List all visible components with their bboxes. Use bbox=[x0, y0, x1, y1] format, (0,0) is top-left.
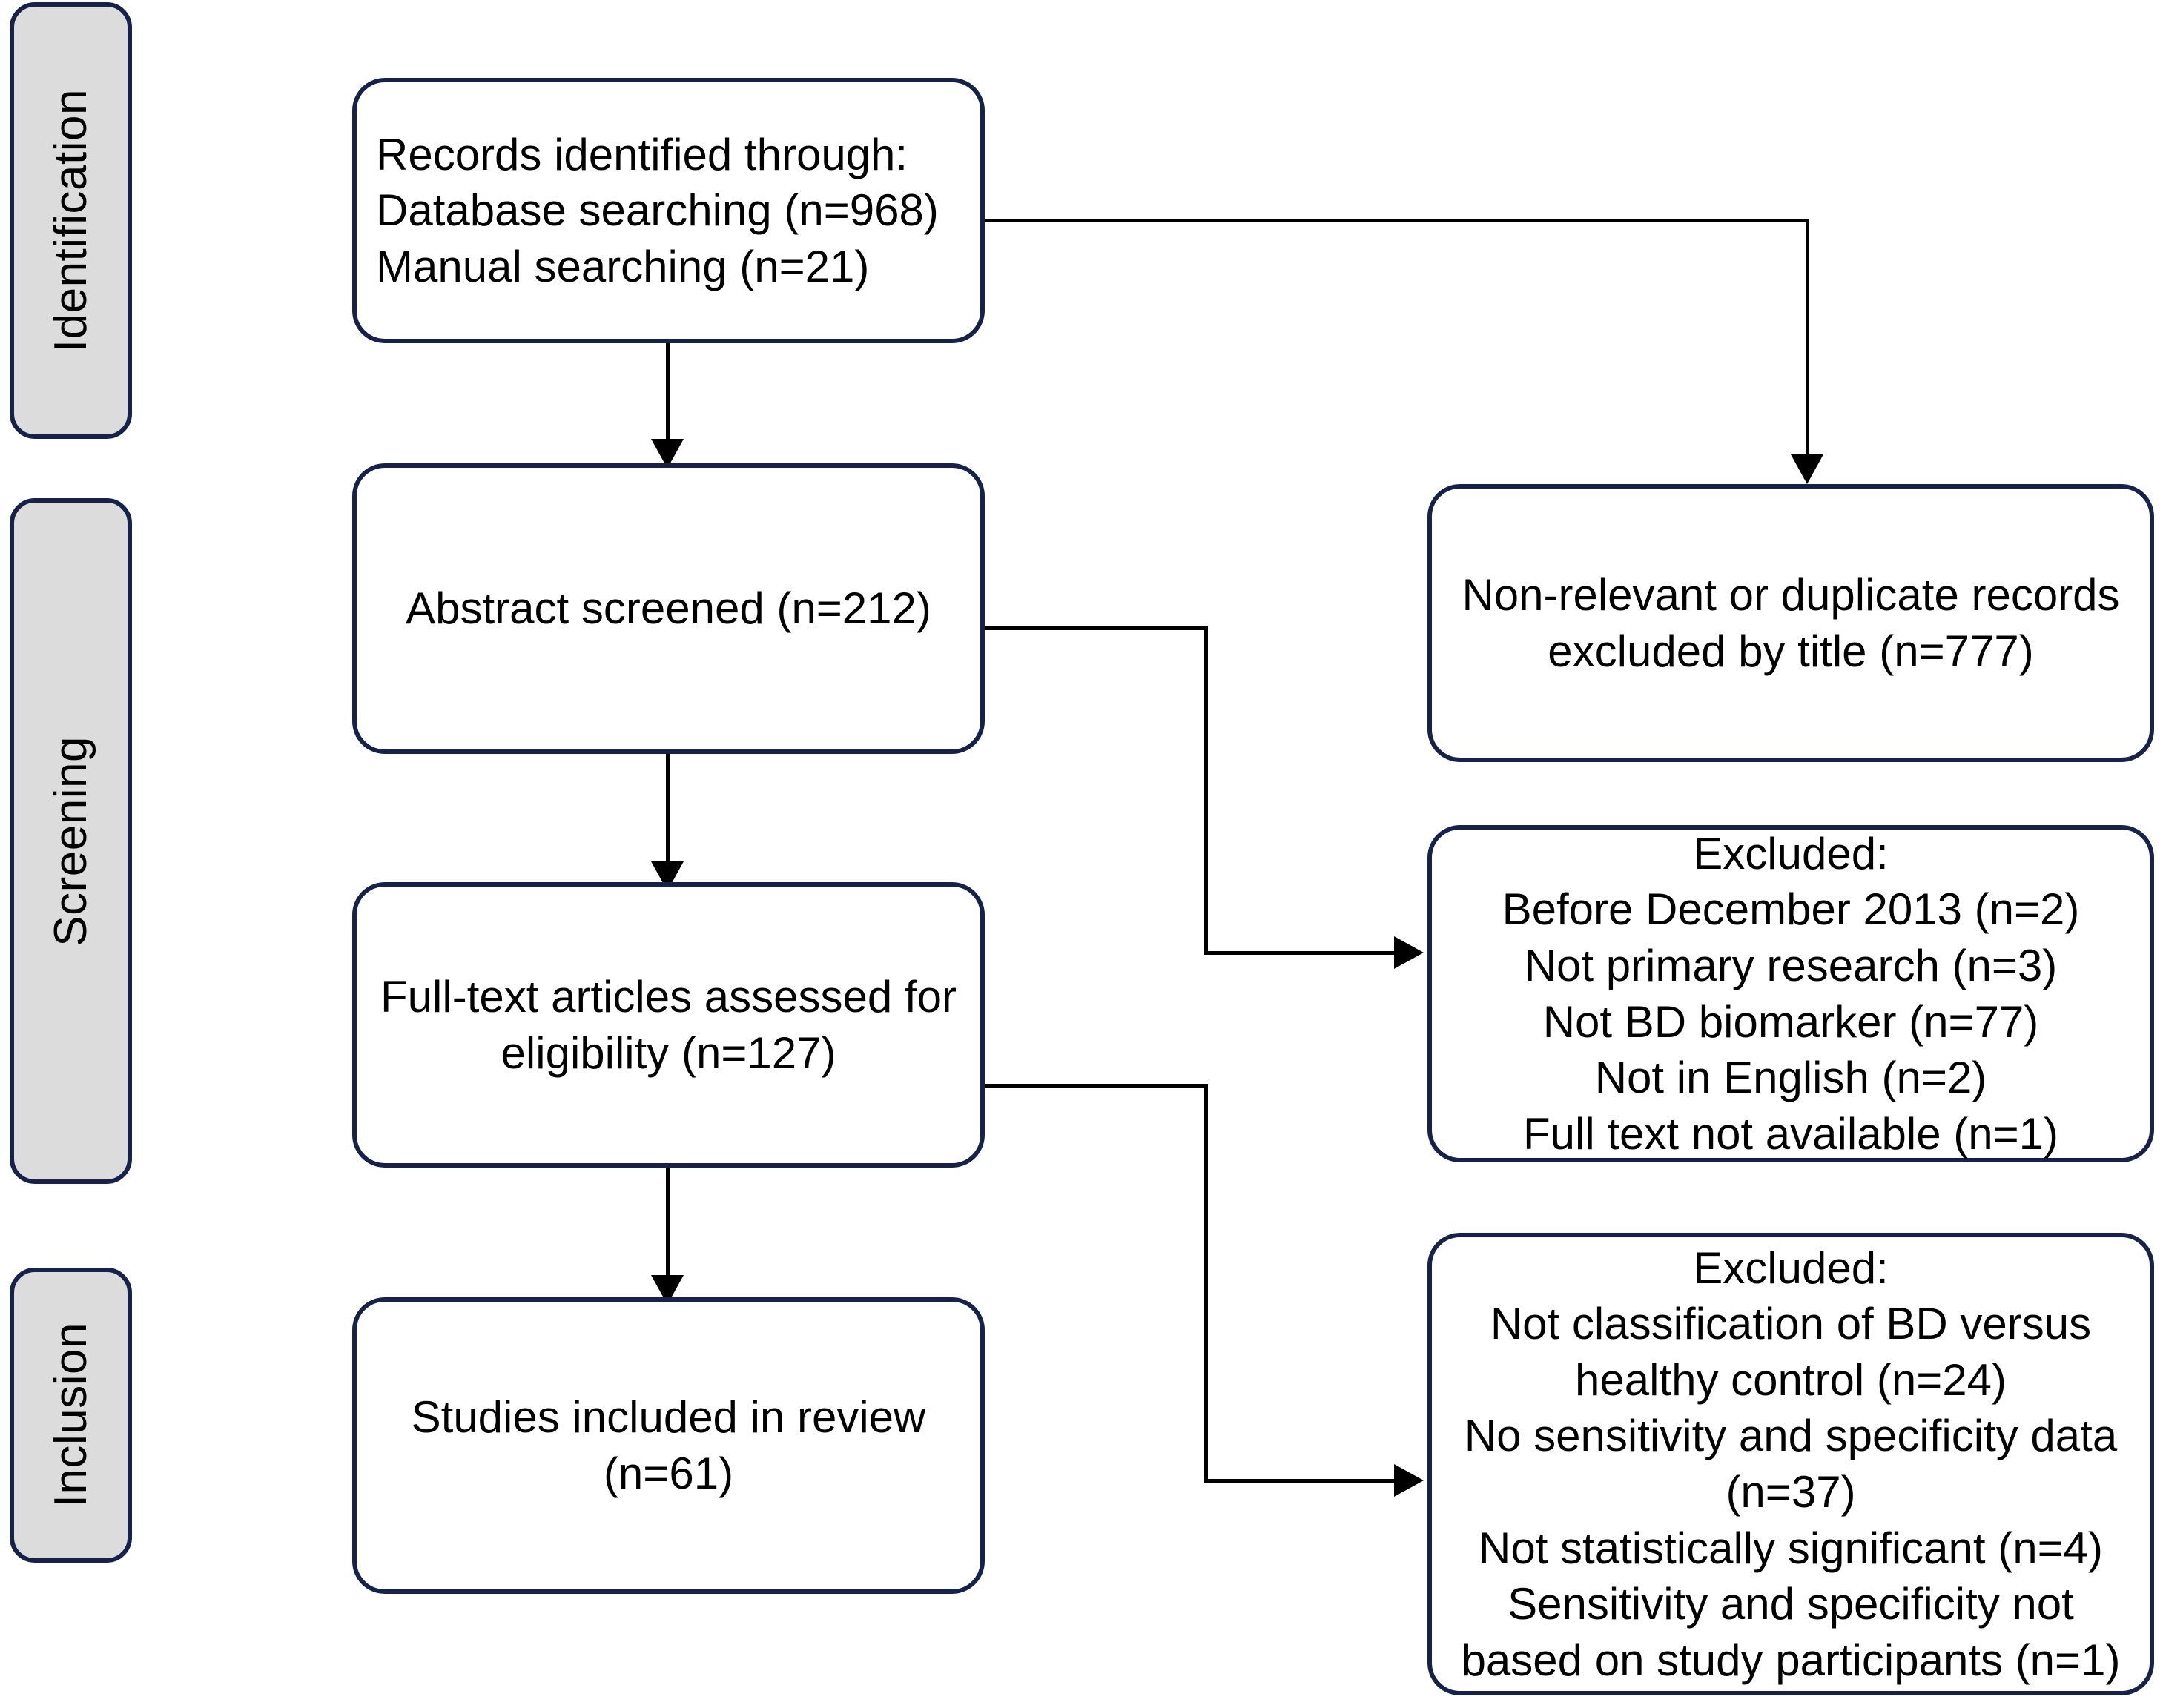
box-excluded-eligibility-line-5: (n=37) bbox=[1726, 1467, 1856, 1517]
box-excluded-eligibility-line-2: Not classification of BD versus bbox=[1490, 1299, 2092, 1349]
box-excluded-screening-line-3: Not primary research (n=3) bbox=[1524, 940, 2058, 990]
box-studies-included: Studies included in review (n=61) bbox=[352, 1297, 985, 1594]
box-excluded-screening-line-5: Not in English (n=2) bbox=[1594, 1053, 1987, 1103]
box-records-identified-line-2: Database searching (n=968) bbox=[376, 185, 939, 236]
box-abstract-screened-line-1: Abstract screened (n=212) bbox=[406, 583, 931, 634]
box-full-text-assessed: Full-text articles assessed for eligibil… bbox=[352, 882, 985, 1168]
box-excluded-eligibility: Excluded: Not classification of BD versu… bbox=[1427, 1233, 2154, 1695]
connector-fulltext-to-excluded-eligibility-horizontal-1 bbox=[985, 1084, 1207, 1088]
box-excluded-eligibility-line-3: healthy control (n=24) bbox=[1574, 1354, 2007, 1405]
box-excluded-screening-line-2: Before December 2013 (n=2) bbox=[1502, 884, 2080, 935]
box-excluded-by-title-line-2: excluded by title (n=777) bbox=[1548, 626, 2034, 676]
box-excluded-eligibility-line-1: Excluded: bbox=[1693, 1242, 1889, 1293]
box-records-identified: Records identified through: Database sea… bbox=[352, 78, 985, 343]
connector-records-to-excluded-title-horizontal bbox=[985, 219, 1808, 222]
box-excluded-by-title: Non-relevant or duplicate records exclud… bbox=[1427, 484, 2154, 762]
connector-abstract-to-excluded-screening-horizontal-2 bbox=[1204, 951, 1398, 955]
box-excluded-screening-line-1: Excluded: bbox=[1693, 828, 1889, 878]
box-excluded-eligibility-line-8: based on study participants (n=1) bbox=[1461, 1635, 2121, 1685]
connector-fulltext-to-studies bbox=[666, 1166, 670, 1281]
box-full-text-assessed-line-2: eligibility (n=127) bbox=[501, 1027, 836, 1078]
box-excluded-eligibility-line-7: Sensitivity and specificity not bbox=[1508, 1579, 2074, 1629]
stage-panel-identification: Identification bbox=[10, 2, 132, 439]
arrowhead-abstract-to-excluded-screening bbox=[1394, 936, 1424, 969]
box-studies-included-line-1: Studies included in review bbox=[411, 1392, 926, 1443]
box-excluded-screening-line-6: Full text not available (n=1) bbox=[1522, 1108, 2059, 1159]
box-excluded-screening: Excluded: Before December 2013 (n=2) Not… bbox=[1427, 825, 2154, 1162]
connector-records-to-excluded-title-vertical bbox=[1806, 219, 1809, 456]
stage-panel-screening: Screening bbox=[10, 498, 132, 1184]
connector-fulltext-to-excluded-eligibility-horizontal-2 bbox=[1204, 1479, 1398, 1483]
stage-label-screening: Screening bbox=[44, 735, 96, 947]
connector-abstract-to-fulltext bbox=[666, 752, 670, 867]
box-full-text-assessed-line-1: Full-text articles assessed for bbox=[380, 971, 957, 1022]
stage-label-inclusion: Inclusion bbox=[44, 1323, 96, 1508]
box-excluded-eligibility-line-6: Not statistically significant (n=4) bbox=[1479, 1523, 2103, 1573]
stage-label-identification: Identification bbox=[44, 88, 96, 353]
box-studies-included-line-2: (n=61) bbox=[603, 1449, 734, 1498]
box-abstract-screened: Abstract screened (n=212) bbox=[352, 463, 985, 754]
box-records-identified-line-1: Records identified through: bbox=[376, 129, 908, 179]
connector-fulltext-to-excluded-eligibility-vertical bbox=[1204, 1084, 1208, 1480]
connector-abstract-to-excluded-screening-vertical bbox=[1204, 626, 1208, 953]
connector-records-to-abstract bbox=[666, 341, 670, 445]
connector-abstract-to-excluded-screening-horizontal-1 bbox=[985, 626, 1207, 630]
stage-panel-inclusion: Inclusion bbox=[10, 1268, 132, 1563]
box-excluded-eligibility-line-4: No sensitivity and specificity data bbox=[1464, 1411, 2118, 1461]
box-records-identified-line-3: Manual searching (n=21) bbox=[376, 241, 870, 291]
arrowhead-records-to-excluded-title bbox=[1791, 454, 1823, 484]
box-excluded-screening-line-4: Not BD biomarker (n=77) bbox=[1542, 996, 2039, 1047]
arrowhead-fulltext-to-excluded-eligibility bbox=[1394, 1464, 1424, 1497]
box-excluded-by-title-line-1: Non-relevant or duplicate records bbox=[1462, 569, 2120, 620]
